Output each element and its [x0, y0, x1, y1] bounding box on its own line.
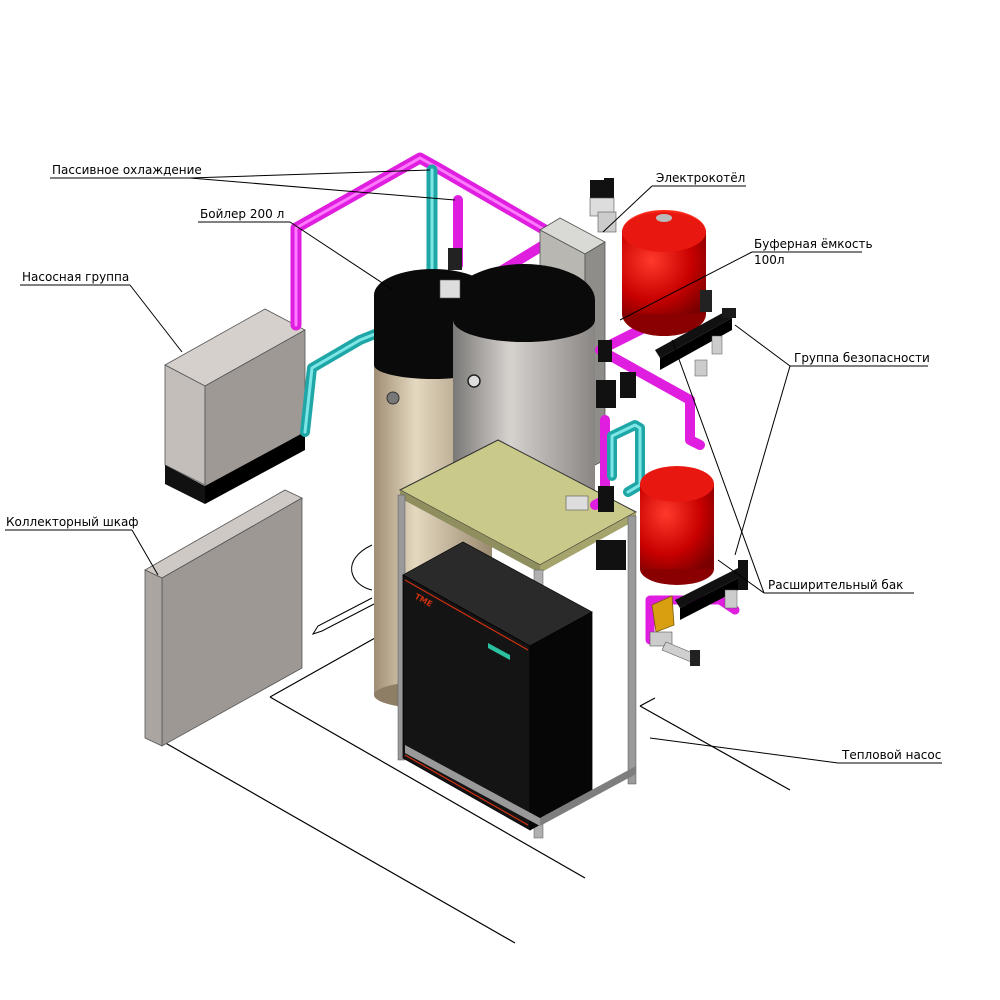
leader-lines [5, 169, 942, 764]
label-safety-group: Группа безопасности [794, 351, 930, 365]
label-expansion-tank: Расширительный бак [768, 578, 903, 592]
heat-pump-stand [397, 439, 638, 839]
label-buffer-tank-line2: 100л [754, 253, 785, 267]
collector-cabinet [144, 489, 303, 747]
label-collector-cabinet: Коллекторный шкаф [6, 515, 139, 529]
label-buffer-tank-line1: Буферная ёмкость [754, 237, 873, 251]
pipework-back [290, 152, 560, 437]
heat-pump-stand-rails [405, 745, 636, 826]
label-passive-cooling: Пассивное охлаждение [52, 163, 202, 177]
safety-group-lower [649, 560, 748, 666]
door-swing-arrow [311, 544, 377, 635]
label-heat-pump: Тепловой насос [841, 748, 941, 762]
expansion-tank [640, 466, 714, 585]
pump-group-box [164, 308, 306, 504]
label-pump-group: Насосная группа [22, 270, 129, 284]
label-electric-boiler: Электрокотёл [656, 171, 745, 185]
label-group: Пассивное охлаждение Бойлер 200 л Насосн… [6, 163, 941, 762]
label-boiler-200l: Бойлер 200 л [200, 207, 284, 221]
floor-outline [154, 637, 791, 944]
heat-pump: TME [402, 541, 593, 831]
air-vent-valves [439, 178, 636, 570]
buffer-tank-100l [622, 210, 706, 336]
